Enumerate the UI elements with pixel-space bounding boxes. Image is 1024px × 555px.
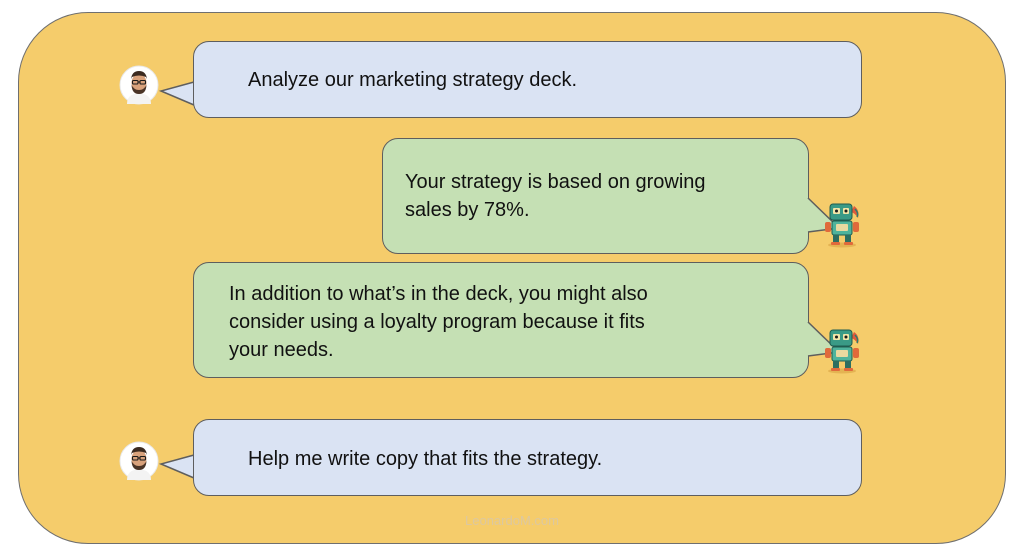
assistant-message-line: consider using a loyalty program because… [229,311,645,333]
assistant-message-line: In addition to what’s in the deck, you m… [229,283,648,305]
user-message-text: Help me write copy that fits the strateg… [248,448,603,470]
robot-icon [820,200,864,248]
user-avatar-icon [119,441,159,481]
robot-icon [820,326,864,374]
user-message-bubble: Analyze our marketing strategy deck. [193,41,862,118]
user-bubble-tail [158,454,195,479]
watermark: LeonardoM.com [465,513,559,528]
assistant-message-line: Your strategy is based on growing [405,171,706,193]
assistant-message-bubble: In addition to what’s in the deck, you m… [193,262,809,378]
assistant-message-line: your needs. [229,339,334,361]
user-avatar-icon [119,65,159,105]
user-message-text: Analyze our marketing strategy deck. [248,69,578,91]
assistant-message-line: sales by 78%. [405,199,530,221]
assistant-message-bubble: Your strategy is based on growing sales … [382,138,809,254]
user-message-bubble: Help me write copy that fits the strateg… [193,419,862,496]
user-bubble-tail [158,81,195,106]
